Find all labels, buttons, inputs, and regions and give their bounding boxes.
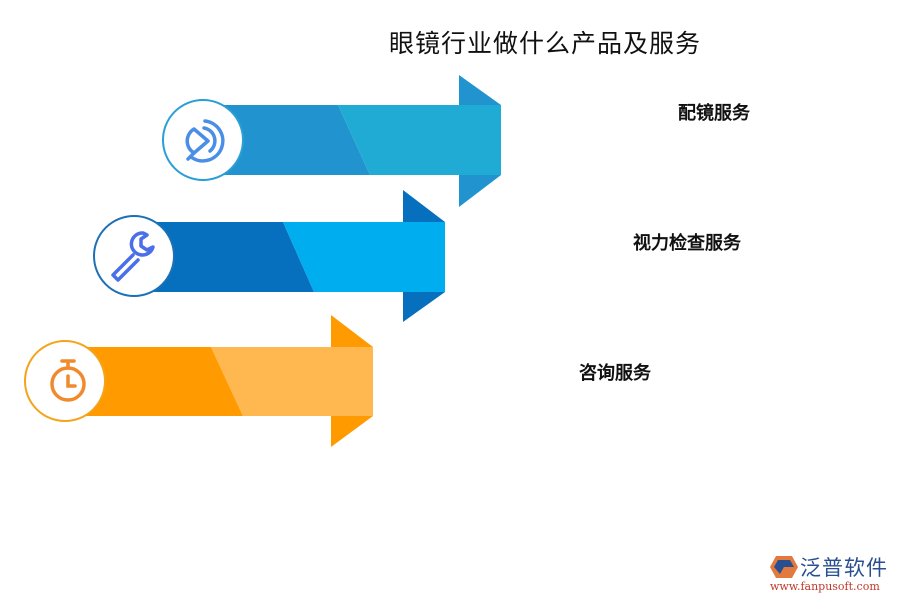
brand-logo: 泛普软件 www.fanpusoft.com bbox=[770, 552, 895, 597]
page-title: 眼镜行业做什么产品及服务 bbox=[388, 29, 701, 58]
item-label-2: 视力检查服务 bbox=[633, 233, 741, 254]
logo-url: www.fanpusoft.com bbox=[770, 580, 880, 593]
item-label-1: 配镜服务 bbox=[678, 103, 750, 124]
stopwatch-icon bbox=[50, 359, 86, 402]
icon-circle-3 bbox=[24, 340, 106, 422]
item-label-3: 咨询服务 bbox=[579, 363, 651, 384]
logo-name: 泛普软件 bbox=[800, 556, 888, 580]
icon-circle-1 bbox=[162, 99, 244, 181]
arrow-2 bbox=[135, 190, 445, 322]
wrench-icon bbox=[111, 231, 155, 282]
arrow-3 bbox=[65, 315, 373, 447]
icon-circle-2 bbox=[93, 215, 175, 297]
lens-icon bbox=[185, 119, 225, 163]
arrow-1 bbox=[200, 75, 501, 207]
logo-mark-icon bbox=[770, 556, 798, 578]
